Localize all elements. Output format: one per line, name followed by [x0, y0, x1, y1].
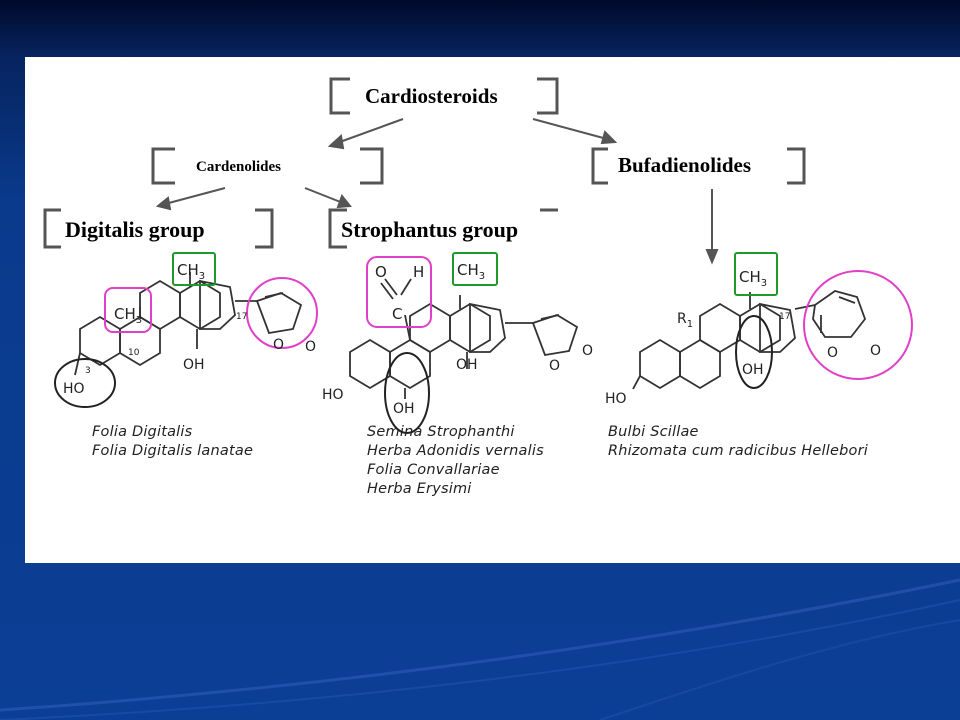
strophantus-structure: [349, 278, 579, 399]
source-item: Rhizomata cum radicibus Hellebori: [608, 443, 868, 459]
pyranone-ring: [812, 290, 867, 338]
source-item: Bulbi Scillae: [608, 424, 699, 440]
digitalis-sources: Folia Digitalis Folia Digitalis lanatae: [92, 423, 253, 461]
digitalis-structure: [74, 272, 303, 376]
oh-5-label: OH: [393, 401, 415, 417]
background-streaks: [0, 578, 960, 720]
oh-label: OH: [742, 362, 764, 378]
o-carbonyl-label: O: [582, 343, 593, 359]
methyl-highlight-green: [172, 252, 216, 286]
o-carbonyl-label: O: [305, 339, 316, 355]
strophantus-highlights: [366, 252, 498, 434]
hydroxyl-highlight: [54, 358, 116, 408]
ch3-label: CH3: [739, 268, 767, 289]
o-ring-label: O: [549, 358, 560, 374]
aldehyde-o-label: O: [375, 263, 387, 281]
pos17-label: 17: [236, 312, 247, 322]
node-digitalis-group: Digitalis group: [65, 217, 205, 242]
bufadienolides-box-right: [787, 147, 806, 185]
lactone-ring: [255, 292, 303, 335]
box-frames: [43, 77, 806, 249]
bufadienolide-structure: [632, 290, 867, 390]
o-ring-label: O: [273, 337, 284, 353]
methyl-highlight-green: [734, 252, 778, 296]
ch3-label: CH3: [177, 261, 205, 282]
node-strophantus-group: Strophantus group: [341, 217, 519, 242]
ring-d: [199, 279, 236, 330]
bufadienolides-box-left: [591, 147, 608, 185]
o-carbonyl-label: O: [870, 343, 881, 359]
methyl-highlight-green: [452, 252, 498, 286]
r1-label: R1: [677, 311, 693, 330]
bufadienolide-highlights: [734, 252, 913, 389]
node-cardenolides: Cardenolides: [196, 159, 282, 175]
source-item: Folia Digitalis lanatae: [92, 443, 254, 459]
strophantus-sources: Semina Strophanthi Herba Adonidis vernal…: [367, 423, 544, 499]
digitalis-box-left: [43, 208, 61, 249]
hydroxyl-highlight: [735, 315, 773, 389]
source-item: Herba Erysimi: [367, 481, 472, 497]
pos3-label: 3: [85, 366, 91, 376]
node-cardiosteroids: Cardiosteroids: [365, 84, 498, 108]
oh-label: OH: [183, 357, 205, 373]
cardenolides-box-left: [151, 147, 175, 185]
digitalis-highlights: [54, 252, 318, 408]
tree-arrows: [155, 118, 719, 265]
root-box-right: [537, 77, 559, 115]
diagram-canvas: CH3 CH3 OH HO O O 17 10 3: [43, 77, 913, 434]
aldehyde-highlight-pink: [366, 256, 432, 328]
strophantus-box-left: [328, 208, 347, 249]
aldehyde-h-label: H: [413, 263, 424, 281]
digitalis-box-right: [255, 208, 274, 249]
pyranone-highlight-pink: [803, 270, 913, 380]
pos17-label: 17: [779, 312, 790, 322]
oh-label: OH: [456, 357, 478, 373]
ring-a: [79, 315, 121, 367]
node-bufadienolides: Bufadienolides: [618, 153, 752, 177]
source-item: Semina Strophanthi: [367, 424, 515, 440]
strophantus-atoms: CH3 O H C OH HO OH O O: [322, 261, 593, 417]
cardenolides-box-right: [360, 147, 384, 185]
methyl-highlight-pink: [104, 287, 152, 333]
ch3-label: CH3: [457, 261, 485, 282]
ho-label: HO: [63, 381, 85, 397]
bufadienolide-atoms: CH3 R1 OH HO O O 17: [605, 268, 881, 407]
aldehyde-c-label: C: [392, 305, 402, 323]
root-box-left: [329, 77, 350, 115]
source-item: Folia Digitalis: [92, 424, 193, 440]
digitalis-atoms: CH3 CH3 OH HO O O 17 10 3: [63, 261, 316, 397]
ch3-label-2: CH3: [114, 305, 142, 326]
diagram-panel: CH3 CH3 OH HO O O 17 10 3: [25, 57, 960, 563]
o-ring-label: O: [827, 345, 838, 361]
ho-label: HO: [605, 391, 627, 407]
source-item: Folia Convallariae: [367, 462, 500, 478]
bufadienolide-sources: Bulbi Scillae Rhizomata cum radicibus He…: [608, 423, 868, 461]
ho-label: HO: [322, 387, 344, 403]
pos10-label: 10: [128, 348, 140, 358]
lactone-highlight-pink: [246, 277, 318, 349]
hydroxyl-highlight: [384, 352, 430, 434]
source-item: Herba Adonidis vernalis: [367, 443, 544, 459]
